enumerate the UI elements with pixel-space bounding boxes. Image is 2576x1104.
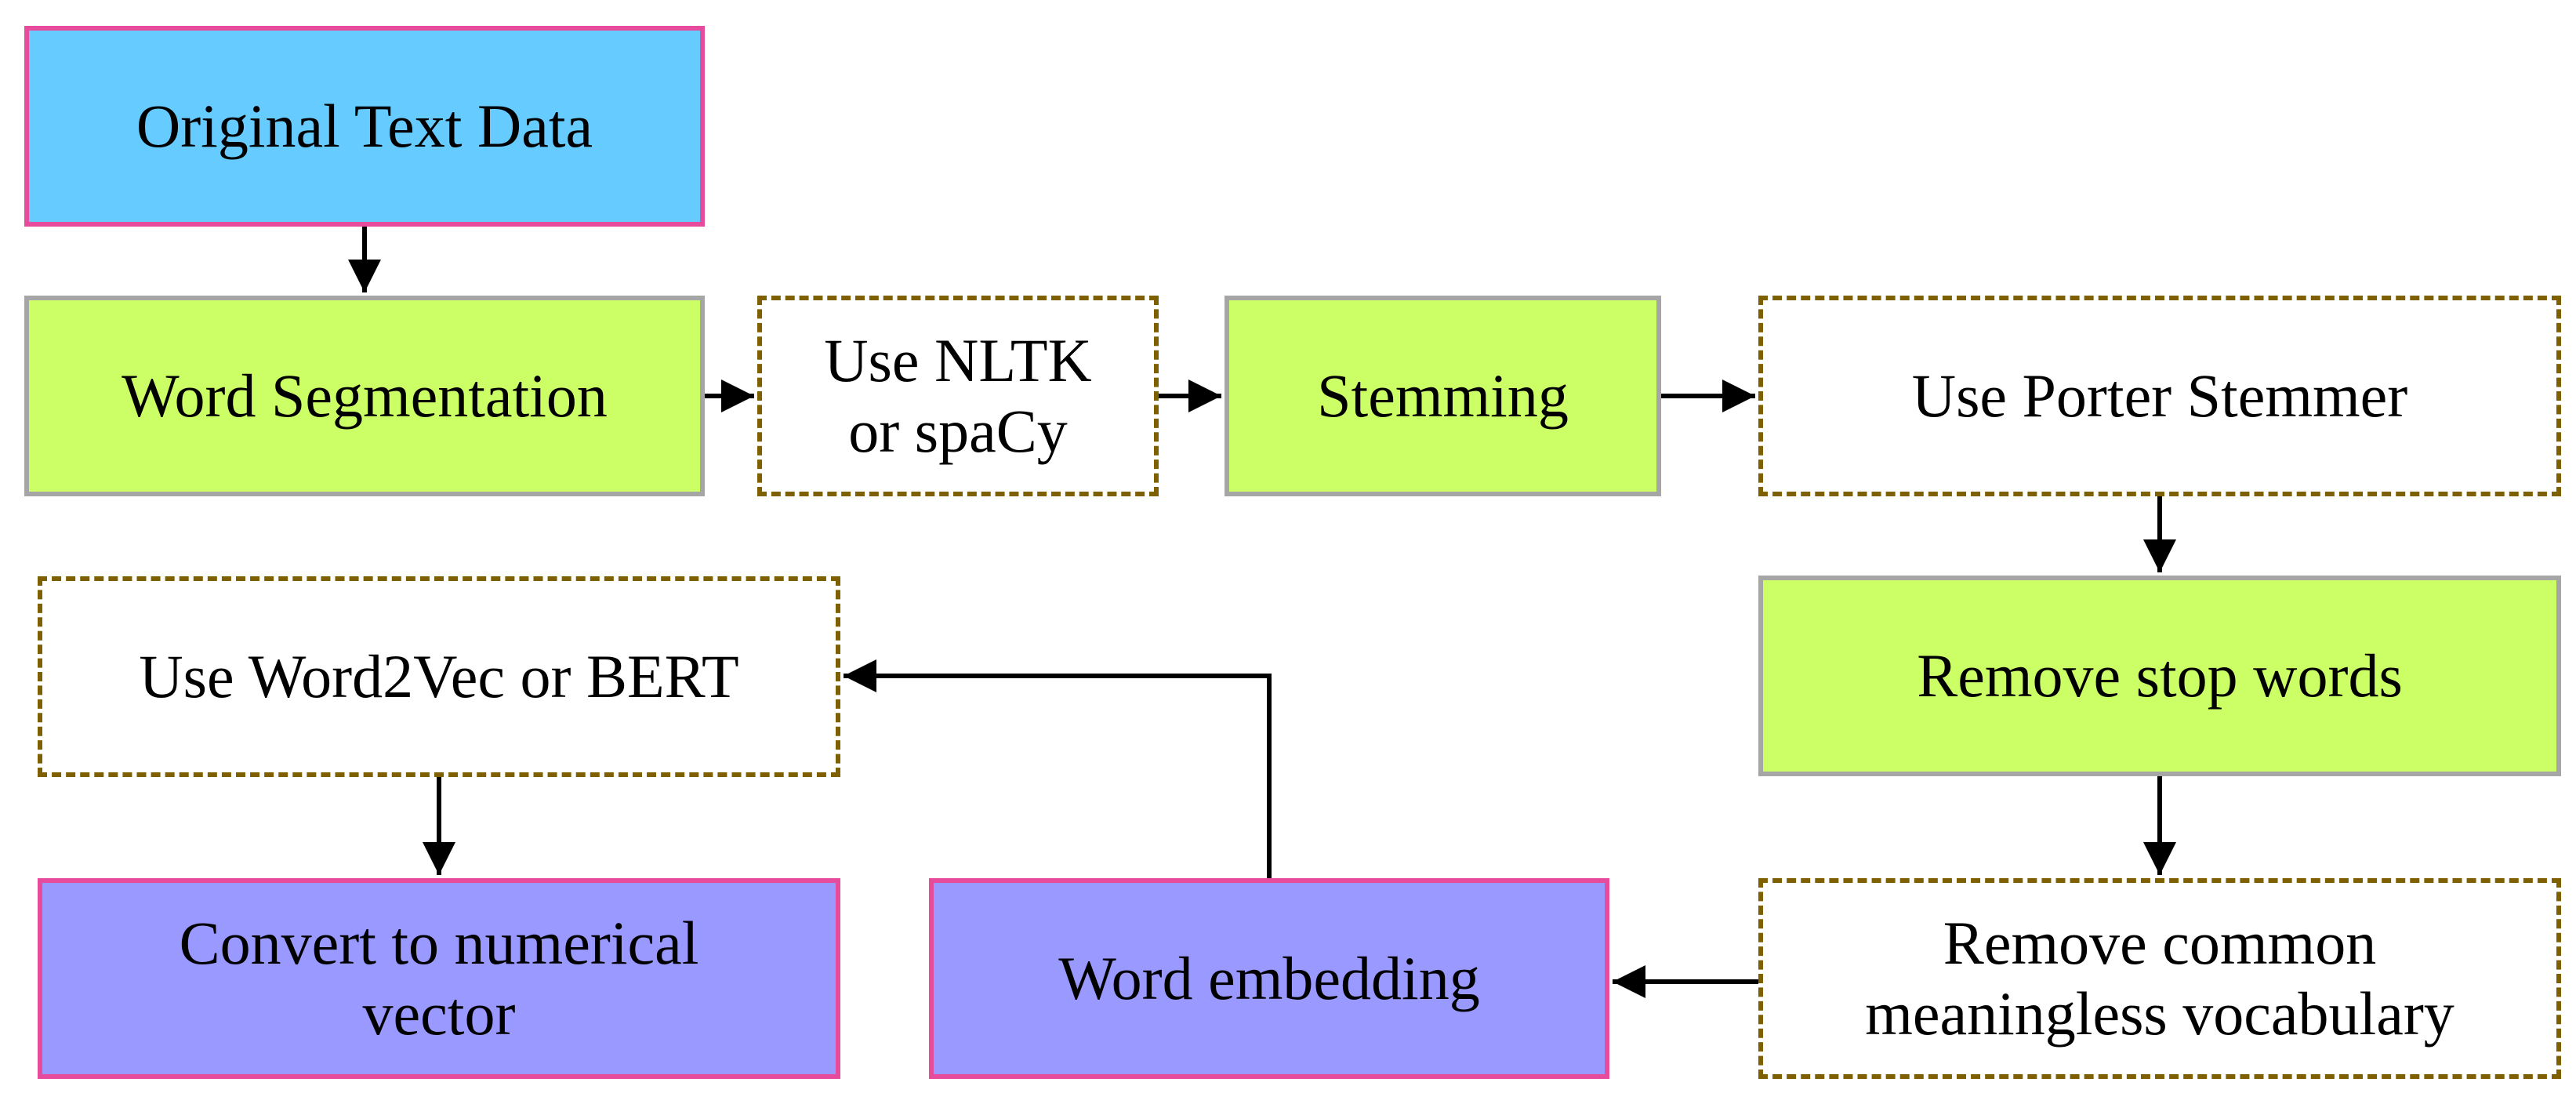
- node-nltk-spacy: Use NLTK or spaCy: [757, 296, 1159, 496]
- node-label-line: Word Segmentation: [122, 361, 608, 430]
- node-label: Convert to numerical vector: [180, 908, 699, 1049]
- node-label-line: Remove common: [1943, 909, 2377, 977]
- node-label: Stemming: [1317, 361, 1569, 431]
- node-label: Use Porter Stemmer: [1912, 361, 2408, 431]
- node-label-line: Use NLTK: [824, 326, 1092, 394]
- node-label-line: Stemming: [1317, 361, 1569, 430]
- node-label: Use Word2Vec or BERT: [139, 641, 738, 712]
- node-label: Use NLTK or spaCy: [824, 325, 1092, 467]
- node-label: Remove stop words: [1917, 641, 2403, 711]
- node-remove-stop-words: Remove stop words: [1758, 576, 2561, 776]
- node-remove-common: Remove common meaningless vocabulary: [1758, 878, 2561, 1079]
- node-label-line: vector: [362, 979, 516, 1048]
- node-label-line: Use Word2Vec or BERT: [139, 642, 739, 710]
- node-label-line: meaningless vocabulary: [1865, 979, 2454, 1048]
- node-word2vec-bert: Use Word2Vec or BERT: [38, 576, 840, 777]
- node-word-embedding: Word embedding: [929, 878, 1609, 1079]
- node-label: Remove common meaningless vocabulary: [1865, 908, 2454, 1049]
- node-label-line: Original Text Data: [136, 92, 593, 160]
- node-label-line: or spaCy: [848, 397, 1068, 465]
- node-label: Original Text Data: [136, 91, 593, 162]
- edge-word-embedding-to-word2vec-bert: [844, 659, 1272, 878]
- node-label: Word embedding: [1058, 943, 1479, 1014]
- node-numerical-vector: Convert to numerical vector: [38, 878, 840, 1079]
- node-label-line: Remove stop words: [1917, 641, 2403, 710]
- node-stemming: Stemming: [1225, 296, 1661, 496]
- node-word-segmentation: Word Segmentation: [24, 296, 705, 496]
- node-original-text: Original Text Data: [24, 26, 705, 227]
- node-label-line: Word embedding: [1058, 944, 1480, 1012]
- node-label: Word Segmentation: [122, 361, 608, 431]
- node-label-line: Use Porter Stemmer: [1911, 361, 2408, 430]
- node-label-line: Convert to numerical: [179, 909, 699, 977]
- node-porter-stemmer: Use Porter Stemmer: [1758, 296, 2561, 496]
